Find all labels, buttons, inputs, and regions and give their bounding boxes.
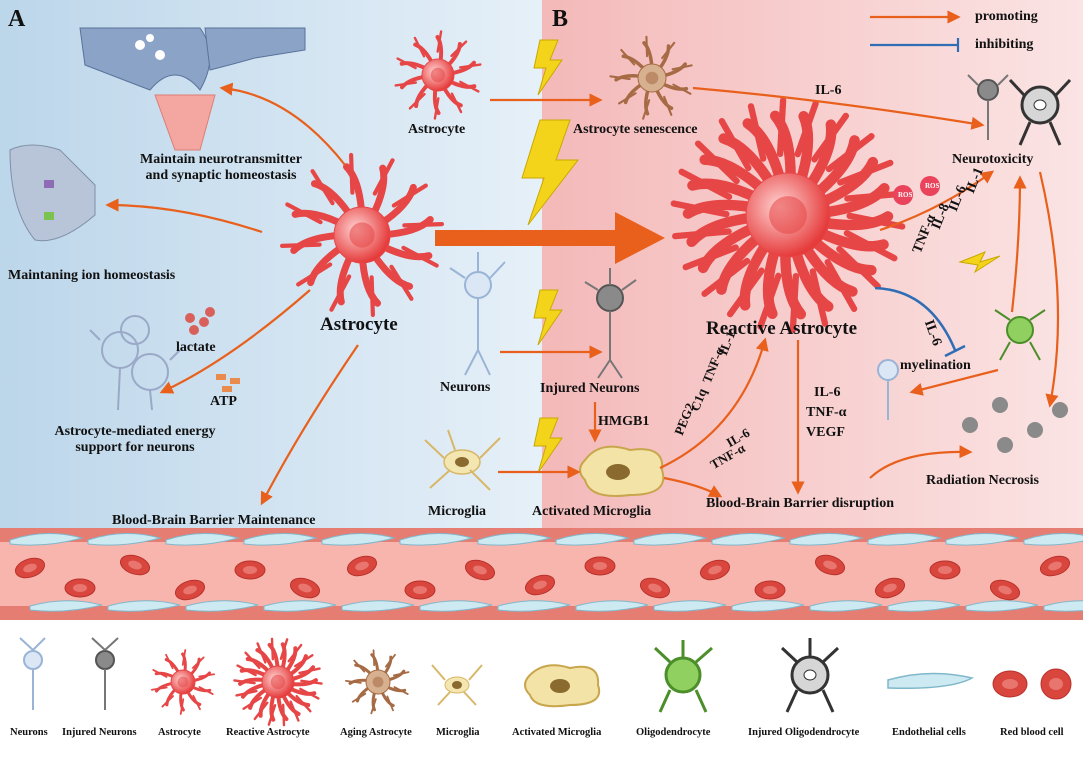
key-inhibiting-label: inhibiting (975, 37, 1034, 52)
lactate-molecules (185, 307, 215, 335)
radiation-necrosis-cells (962, 397, 1068, 453)
injured-neuron-cell-b (584, 268, 637, 379)
microglia-cell-b (424, 429, 501, 491)
panel-b-arrows (490, 86, 1060, 498)
neuron-cell-b (449, 252, 506, 376)
legend-endothelial-cells: Endothelial cells (892, 727, 966, 738)
ros-label-1: ROS (898, 191, 913, 199)
astrocyte-a-label: Astrocyte (320, 314, 398, 335)
astrocyte-senescence-label: Astrocyte senescence (573, 122, 698, 137)
legend-aging-astrocyte: Aging Astrocyte (340, 727, 412, 738)
neurotransmitter-label: Maintain neurotransmitter and synaptic h… (140, 152, 302, 184)
neurotoxicity-cells (967, 74, 1072, 146)
legend-injured-oligodendrocyte: Injured Oligodendrocyte (748, 727, 860, 738)
ion-homeostasis-label: Maintaning ion homeostasis (8, 268, 176, 283)
myelination-label: myelination (900, 358, 971, 373)
legend-injured-neurons: Injured Neurons (62, 727, 137, 738)
bbb-maintenance-label: Blood-Brain Barrier Maintenance (112, 513, 316, 528)
microglia-label: Microglia (428, 504, 487, 519)
reactive-astrocyte-cell (670, 97, 906, 333)
atp-label: ATP (210, 394, 237, 409)
injured-neurons-label: Injured Neurons (540, 381, 640, 396)
panel-a-arrows (105, 82, 359, 506)
legend-neurons: Neurons (10, 727, 48, 738)
inhibit-arrow (874, 286, 966, 358)
aging-astrocyte-cell (609, 35, 693, 120)
bbb-disruption-label: Blood-Brain Barrier disruption (706, 496, 894, 511)
atp-molecules (216, 374, 240, 392)
legend-icons (19, 637, 1072, 727)
legend-microglia: Microglia (436, 727, 480, 738)
astrocyte-cell-a (279, 152, 445, 318)
legend-reactive-astrocyte: Reactive Astrocyte (226, 727, 310, 738)
neurotoxicity-label: Neurotoxicity (952, 152, 1034, 167)
il6-top-label: IL-6 (815, 83, 842, 98)
ion-channel-icon (9, 144, 96, 242)
reactive-factor-il6: IL-6 (814, 385, 841, 400)
key-inhibiting (870, 38, 960, 52)
reactive-factor-tnf: TNF-α (806, 405, 847, 420)
radiation-necrosis-label: Radiation Necrosis (926, 473, 1039, 488)
activated-microglia-label: Activated Microglia (532, 504, 652, 519)
reactive-astrocyte-label: Reactive Astrocyte (706, 318, 858, 339)
red-blood-cells (14, 554, 1071, 601)
energy-support-neurons (89, 315, 181, 411)
energy-support-label: Astrocyte-mediated energy support for ne… (54, 424, 216, 456)
legend-oligodendrocyte: Oligodendrocyte (636, 727, 711, 738)
legend-activated-microglia: Activated Microglia (512, 727, 602, 738)
legend-red-blood-cell: Red blood cell (1000, 727, 1064, 738)
demyelinated-neuron (877, 359, 899, 420)
hmgb1-label: HMGB1 (598, 414, 650, 429)
neurons-label: Neurons (440, 380, 491, 395)
reactive-factor-vegf: VEGF (806, 425, 845, 440)
lactate-label: lactate (176, 340, 216, 355)
endothelial-cells-row (9, 532, 1083, 612)
panel-b-letter: B (552, 6, 569, 32)
activated-microglia-cell-b (579, 445, 665, 497)
key-promoting-label: promoting (975, 9, 1038, 24)
astrocyte-b-label: Astrocyte (408, 122, 466, 137)
oligodendrocyte-cell-b (994, 309, 1046, 361)
radiation-bolts (521, 39, 1001, 474)
transition-arrow (435, 212, 665, 264)
legend-astrocyte: Astrocyte (158, 727, 201, 738)
synapse-icon (79, 27, 306, 151)
panel-a-letter: A (8, 6, 26, 32)
ros-bubbles (893, 176, 940, 205)
ros-label-2: ROS (925, 182, 940, 190)
astrocyte-cell-b (394, 30, 482, 120)
